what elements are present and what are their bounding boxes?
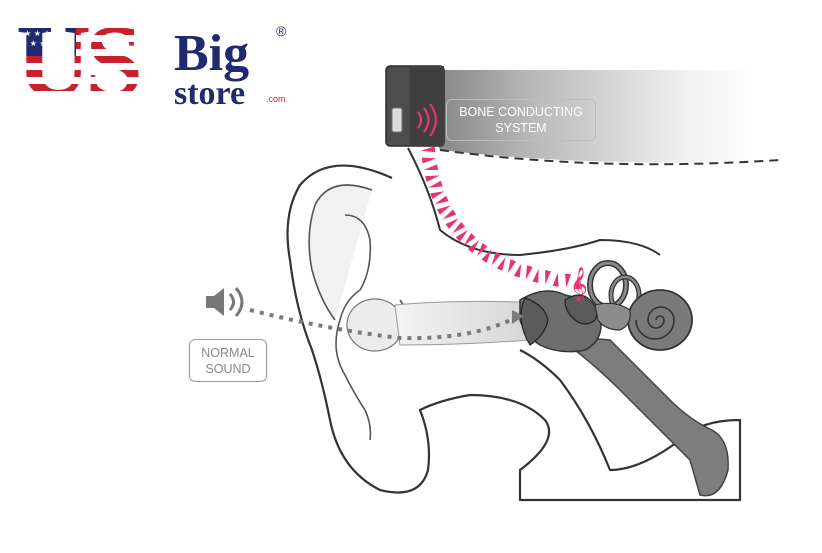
vibration-chevron (525, 265, 533, 280)
logo-big-text: Big (174, 25, 249, 82)
logo-store-text: store (174, 75, 245, 110)
vibration-chevron (496, 256, 506, 271)
ear-canal (394, 300, 531, 346)
svg-text:★ ★ ★ ★: ★ ★ ★ ★ (20, 39, 56, 48)
vibration-chevron (476, 243, 488, 257)
vibration-chevron (455, 229, 468, 242)
vibration-chevron (545, 270, 551, 285)
svg-text:★ ★ ★: ★ ★ ★ (24, 29, 51, 38)
cochlea (627, 289, 693, 351)
bone-conducting-label: BONE CONDUCTING SYSTEM (446, 99, 596, 141)
head-outline-dashed (439, 149, 781, 166)
vibration-chevron (430, 191, 445, 199)
vibration-chevron (513, 263, 522, 278)
head-band (408, 70, 760, 163)
vibration-chevron (425, 175, 440, 182)
vibration-chevron (565, 273, 571, 288)
vibration-chevron (463, 233, 476, 246)
speaker-icon (206, 287, 244, 317)
skull-line (407, 147, 661, 257)
concha (335, 319, 372, 441)
vibration-chevron (421, 157, 437, 164)
normal-label-line1: NORMAL (201, 345, 255, 360)
normal-sound-label: NORMAL SOUND (189, 339, 267, 382)
cochlea-spiral (635, 306, 675, 340)
headset-front (410, 66, 444, 146)
vibration-chevron (532, 268, 539, 283)
normal-label-line2: SOUND (205, 361, 251, 376)
usbigstore-logo[interactable]: US ★ ★ ★ ★ ★ ★ ★ ★ ★ ★ ★ Big ® store .co… (14, 14, 304, 112)
vibration-chevron (442, 209, 457, 220)
vibration-chevron (434, 195, 449, 205)
concha-bowl (346, 298, 404, 352)
treble-clef-icon: 𝄞 (570, 267, 588, 303)
outer-ear (286, 164, 742, 502)
vibration-chevron (437, 205, 451, 215)
logo-registered: ® (276, 23, 287, 39)
vibration-chevron (467, 240, 479, 253)
vibration-chevron (481, 249, 492, 263)
helix-fold (308, 184, 373, 321)
vibration-chevron (452, 221, 466, 234)
normal-sound-arrowhead (512, 310, 524, 324)
bone-label-line1: BONE CONDUCTING (459, 105, 583, 119)
vibration-chevron (428, 180, 443, 188)
logo-com-text: .com (266, 94, 286, 104)
bone-label-line2: SYSTEM (495, 121, 547, 135)
vestibule (594, 302, 631, 331)
vibration-chevron (508, 259, 516, 274)
vibration-chevron (445, 218, 459, 229)
antihelix (339, 214, 372, 321)
vibration-chevron (552, 272, 559, 287)
bone-vibration-path (421, 146, 581, 289)
headset-button (391, 107, 403, 133)
vibration-chevron (423, 164, 439, 170)
eustachian-tube (552, 334, 729, 497)
vibration-chevron (575, 275, 581, 289)
vibration-chevron (491, 251, 501, 266)
ossicles (564, 294, 598, 325)
logo-svg: US ★ ★ ★ ★ ★ ★ ★ ★ ★ ★ ★ Big ® store .co… (16, 14, 287, 112)
vibration-chevron (421, 146, 436, 153)
normal-sound-path (249, 308, 516, 341)
svg-text:★ ★ ★ ★: ★ ★ ★ ★ (20, 19, 56, 28)
semicircular-canal-1-inner (588, 261, 628, 309)
eardrum (520, 297, 549, 346)
vibration-arcs (417, 103, 438, 137)
